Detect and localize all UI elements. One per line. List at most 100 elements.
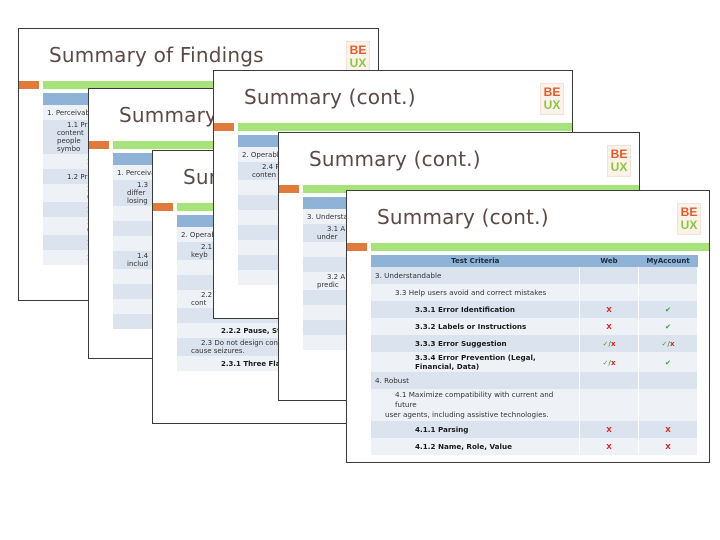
fail-x-icon: X: [606, 425, 612, 434]
criteria-text: 3. Understandable: [307, 212, 372, 221]
criteria-text-continued: includ: [127, 260, 149, 268]
partial-pass-icon: ✓/x: [602, 358, 616, 367]
criteria-text-continued: people: [57, 137, 81, 145]
orange-accent-bar: [19, 81, 39, 89]
criteria-text: 1.3: [137, 181, 149, 189]
criteria-text: 3. Understandable: [375, 271, 442, 280]
green-divider-bar: [371, 243, 709, 251]
criteria-cell: 3.3.3 Error Suggestion: [371, 335, 580, 352]
green-divider-bar: [303, 185, 639, 193]
orange-accent-bar: [89, 141, 109, 149]
criteria-text: 2.4 P: [262, 163, 280, 171]
criteria-text-continued: user agents, including assistive technol…: [385, 410, 549, 419]
table-row: 4.1 Maximize compatibility with current …: [371, 389, 698, 421]
criteria-text-continued: predic: [317, 281, 339, 289]
table-row: 3.3 Help users avoid and correct mistake…: [371, 284, 698, 301]
criteria-text: 3.3.3 Error Suggestion: [415, 339, 507, 348]
criteria-cell: 4.1 Maximize compatibility with current …: [371, 389, 580, 421]
myaccount-result-cell: ✔: [638, 301, 698, 318]
test-criteria-table: Test Criteria Web MyAccount 3. Understan…: [371, 255, 698, 455]
slide-title: Summary (cont.): [244, 85, 416, 109]
table-row: 4. Robust: [371, 372, 698, 389]
table-row: 3.3.3 Error Suggestion ✓/x ✓/x: [371, 335, 698, 352]
criteria-text: 2.2.2 Pause, Stop, Hide: [221, 326, 314, 335]
table-header-row: Test Criteria Web MyAccount: [371, 255, 698, 267]
criteria-text-continued: losing: [127, 197, 148, 205]
orange-accent-bar: [214, 123, 234, 131]
myaccount-result-cell: X: [638, 421, 698, 438]
criteria-text: 4.1 Maximize compatibility with current …: [395, 390, 554, 409]
green-divider-bar: [43, 81, 378, 89]
criteria-text: 1.1 Pr: [67, 121, 88, 129]
web-result-cell: [579, 372, 639, 389]
criteria-text-continued: cont: [191, 299, 207, 307]
criteria-text: 2.3.1 Three Flashes: [221, 359, 299, 368]
myaccount-result-cell: [638, 267, 698, 284]
fail-x-icon: X: [665, 425, 671, 434]
table-row: 4.1.1 Parsing X X: [371, 421, 698, 438]
criteria-text: 3.3.1 Error Identification: [415, 305, 516, 314]
pass-check-icon: ✔: [664, 357, 672, 367]
table-row: 3.3.1 Error Identification X ✔: [371, 301, 698, 318]
fail-x-icon: X: [606, 442, 612, 451]
criteria-text: 3.2 A: [327, 273, 346, 281]
web-result-cell: X: [579, 421, 639, 438]
table-row: 3.3.4 Error Prevention (Legal, Financial…: [371, 352, 698, 372]
myaccount-result-cell: ✔: [638, 352, 698, 372]
orange-accent-bar: [279, 185, 299, 193]
web-result-cell: ✓/x: [579, 335, 639, 352]
criteria-text-continued: symbo: [57, 145, 81, 153]
criteria-cell: 3.3.1 Error Identification: [371, 301, 580, 318]
web-result-cell: ✓/x: [579, 352, 639, 372]
criteria-text-continued: conten: [252, 171, 277, 179]
myaccount-result-cell: X: [638, 438, 698, 455]
fail-x-icon: X: [665, 442, 671, 451]
web-result-cell: X: [579, 301, 639, 318]
criteria-cell: 3.3 Help users avoid and correct mistake…: [371, 284, 580, 301]
criteria-text: 3.3.4 Error Prevention (Legal, Financial…: [415, 353, 536, 371]
criteria-text: 2. Operable: [181, 230, 223, 239]
myaccount-result-cell: [638, 389, 698, 421]
criteria-text: 1.2 Pr: [67, 172, 88, 181]
criteria-text: 2. Operable: [242, 150, 284, 159]
partial-pass-icon: ✓/x: [602, 340, 616, 348]
pass-check-icon: ✔: [664, 322, 672, 331]
criteria-text: 4.1.1 Parsing: [415, 425, 469, 434]
column-header-test-criteria: Test Criteria: [371, 255, 580, 267]
myaccount-result-cell: ✔: [638, 318, 698, 335]
criteria-text-continued: cause seizures.: [191, 347, 245, 355]
web-result-cell: [579, 284, 639, 301]
criteria-text: 2.2: [201, 291, 213, 299]
web-result-cell: X: [579, 318, 639, 335]
web-result-cell: X: [579, 438, 639, 455]
myaccount-result-cell: ✓/x: [638, 335, 698, 352]
web-result-cell: [579, 267, 639, 284]
myaccount-result-cell: [638, 372, 698, 389]
pass-check-icon: ✔: [664, 305, 672, 314]
criteria-text: 2.1: [201, 243, 213, 251]
criteria-text: 1.4: [137, 252, 149, 260]
slide-title: Summary (cont.): [377, 205, 549, 229]
table-row: 3. Understandable: [371, 267, 698, 284]
fail-x-icon: X: [606, 322, 612, 331]
slide-title: Summary (cont.): [309, 147, 481, 171]
criteria-text: 4. Robust: [375, 376, 409, 385]
web-result-cell: [579, 389, 639, 421]
green-divider-bar: [238, 123, 572, 131]
criteria-cell: 3.3.2 Labels or Instructions: [371, 318, 580, 335]
criteria-text: 3.1 A: [327, 225, 346, 233]
fail-x-icon: X: [606, 305, 612, 314]
criteria-cell: 4.1.1 Parsing: [371, 421, 580, 438]
slide-title: Summary of Findings: [49, 43, 264, 67]
orange-accent-bar: [153, 203, 173, 211]
partial-pass-icon: ✓/x: [661, 340, 675, 348]
column-header-myaccount: MyAccount: [638, 255, 698, 267]
orange-accent-bar: [347, 243, 367, 251]
criteria-text: 3.3 Help users avoid and correct mistake…: [395, 288, 547, 297]
table-row: 3.3.2 Labels or Instructions X ✔: [371, 318, 698, 335]
